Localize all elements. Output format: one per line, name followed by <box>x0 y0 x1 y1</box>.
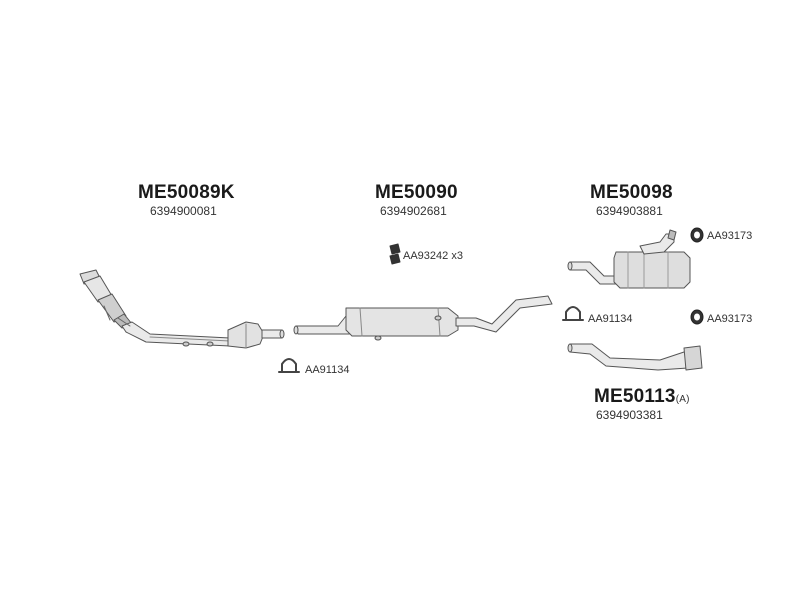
part-number-front-pipe: 6394900081 <box>150 204 217 218</box>
rear-silencer-icon <box>567 229 691 289</box>
front-pipe-catalyst-icon <box>79 269 285 349</box>
part-code-tail-pipe-suffix: (A) <box>675 394 690 405</box>
part-code-middle-silencer: ME50090 <box>375 182 458 203</box>
rubber-mount-icon <box>690 309 704 325</box>
part-number-middle-silencer: 6394902681 <box>380 204 447 218</box>
part-number-rear-silencer: 6394903881 <box>596 204 663 218</box>
part-code-rear-silencer: ME50098 <box>590 182 673 203</box>
clamp-icon <box>562 306 584 321</box>
accessory-label-clamp-right: AA91134 <box>588 313 633 325</box>
tail-pipe-icon <box>567 343 703 371</box>
clamp-icon <box>278 358 300 373</box>
part-code-tail-pipe: ME50113(A) <box>594 386 690 408</box>
rubber-mount-icon <box>690 227 704 243</box>
accessory-label-clamp-left: AA91134 <box>305 364 350 376</box>
accessory-label-mount-lower: AA93173 <box>707 313 753 325</box>
gasket-icon <box>389 243 401 265</box>
middle-silencer-icon <box>293 295 553 341</box>
accessory-label-gasket: AA93242 x3 <box>403 250 463 262</box>
part-number-tail-pipe: 6394903381 <box>596 408 663 422</box>
accessory-label-mount-upper: AA93173 <box>707 230 753 242</box>
part-code-front-pipe: ME50089K <box>138 182 235 203</box>
part-code-tail-pipe-text: ME50113 <box>594 386 676 407</box>
